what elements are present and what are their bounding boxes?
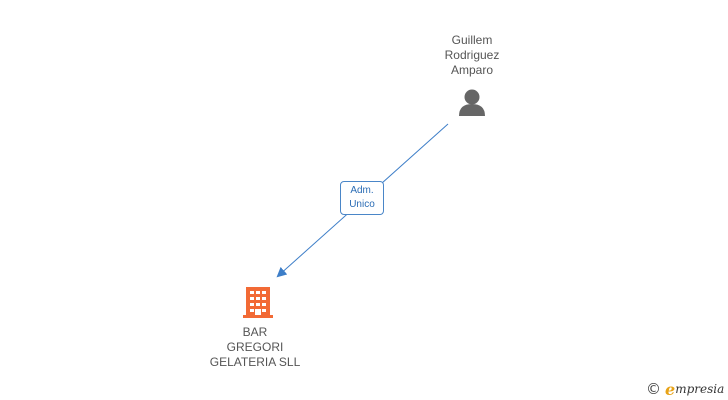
role-label-line-1: Adm. [350, 185, 374, 196]
company-name-line-3: GELATERIA SLL [209, 355, 301, 369]
brand-logo-initial: e [665, 379, 676, 399]
brand-footer[interactable]: © e mpresia [646, 379, 724, 399]
person-name-line-3: Amparo [450, 63, 494, 77]
relation-role-badge[interactable]: Adm. Unico [340, 181, 384, 215]
company-name-line-1: BAR [242, 325, 268, 339]
company-name-label[interactable]: BAR GREGORI GELATERIA SLL [195, 325, 315, 370]
role-label-line-2: Unico [349, 199, 375, 210]
person-name-line-2: Rodriguez [444, 48, 500, 62]
building-icon[interactable] [243, 287, 273, 318]
brand-logo-text: mpresia [675, 382, 725, 396]
company-name-line-2: GREGORI [226, 340, 284, 354]
person-name-line-1: Guillem [451, 33, 493, 47]
person-name-label[interactable]: Guillem Rodriguez Amparo [412, 33, 532, 78]
person-icon[interactable] [459, 89, 485, 117]
copyright-icon: © [646, 380, 661, 398]
